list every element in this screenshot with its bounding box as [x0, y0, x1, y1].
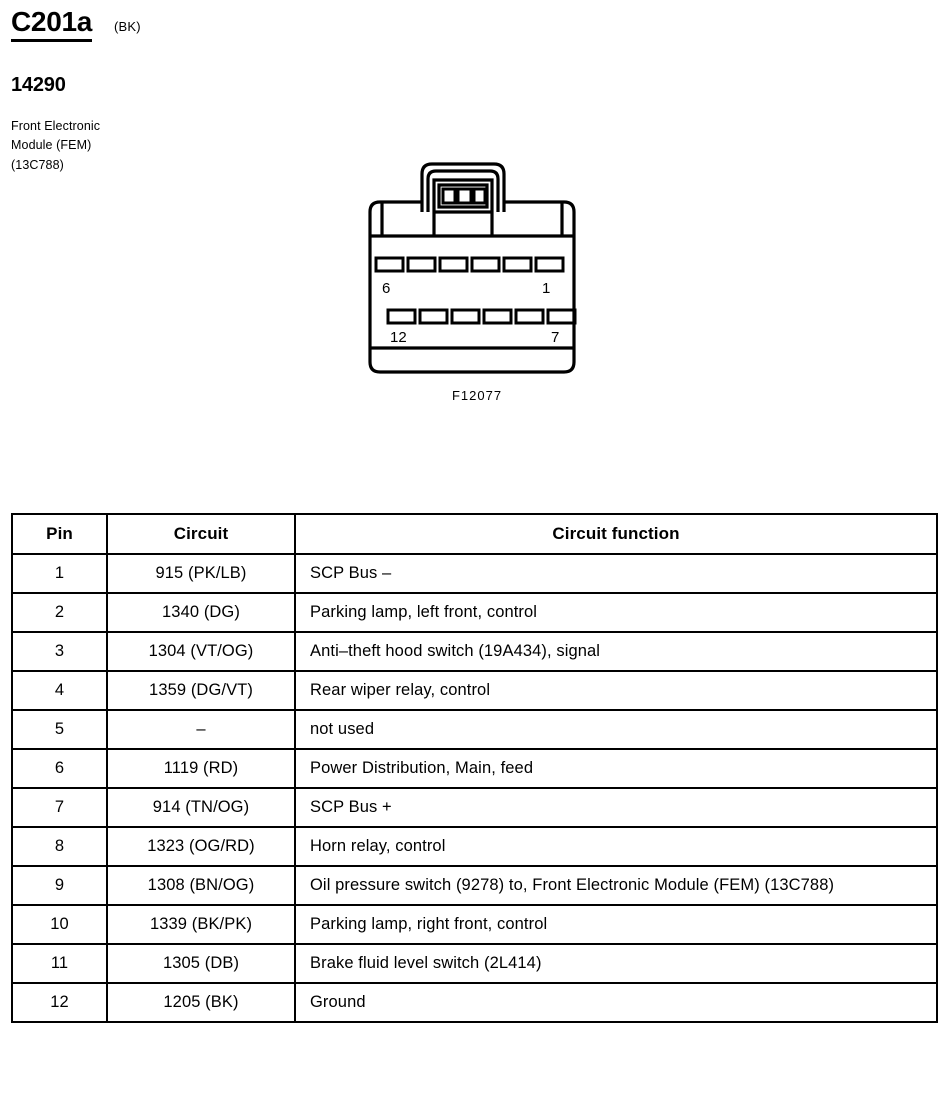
cavity-6	[374, 256, 405, 273]
connector-color-code: (BK)	[114, 19, 141, 34]
connector-shoulder-left	[368, 200, 422, 236]
cavity-4	[438, 256, 469, 273]
table-head: Pin Circuit Circuit function	[11, 513, 938, 555]
cell-circuit-function: Rear wiper relay, control	[294, 670, 938, 711]
table-row: 5–not used	[11, 709, 938, 750]
cell-pin: 8	[11, 826, 108, 867]
cell-pin: 7	[11, 787, 108, 828]
latch-inner-frame	[432, 178, 494, 212]
cell-pin: 11	[11, 943, 108, 984]
cell-circuit-function: not used	[294, 709, 938, 750]
column-header-pin: Pin	[11, 513, 108, 555]
cavity-8	[514, 308, 545, 325]
column-header-circuit: Circuit	[106, 513, 296, 555]
cavity-row-upper	[374, 256, 565, 273]
cavity-1	[534, 256, 565, 273]
cell-circuit-function: Horn relay, control	[294, 826, 938, 867]
cell-pin: 2	[11, 592, 108, 633]
cavity-label-lower-right: 7	[551, 329, 559, 346]
cell-pin: 3	[11, 631, 108, 672]
latch-mid-shell	[426, 169, 500, 212]
latch-slot-1	[441, 187, 457, 205]
cell-circuit: 1305 (DB)	[106, 943, 296, 984]
cell-pin: 4	[11, 670, 108, 711]
cell-pin: 12	[11, 982, 108, 1023]
cell-circuit-function: SCP Bus +	[294, 787, 938, 828]
cavity-10	[450, 308, 481, 325]
cell-circuit: 1340 (DG)	[106, 592, 296, 633]
part-number: 14290	[11, 74, 66, 96]
cavity-5	[406, 256, 437, 273]
cell-circuit-function: Power Distribution, Main, feed	[294, 748, 938, 789]
cell-circuit: 1304 (VT/OG)	[106, 631, 296, 672]
latch-slot-2	[456, 187, 473, 205]
connector-id-row: C201a (BK)	[11, 8, 341, 42]
cell-circuit: 915 (PK/LB)	[106, 553, 296, 594]
cavity-12	[386, 308, 417, 325]
cell-circuit: 1359 (DG/VT)	[106, 670, 296, 711]
cell-circuit: 1205 (BK)	[106, 982, 296, 1023]
cell-circuit-function: Brake fluid level switch (2L414)	[294, 943, 938, 984]
cavity-row-lower	[386, 308, 577, 325]
cell-pin: 6	[11, 748, 108, 789]
connector-figure: 6 1 12 7 F12077	[352, 150, 602, 412]
column-header-circuit-function: Circuit function	[294, 513, 938, 555]
cell-pin: 10	[11, 904, 108, 945]
cell-circuit-function: Parking lamp, left front, control	[294, 592, 938, 633]
cell-circuit: 1323 (OG/RD)	[106, 826, 296, 867]
cell-circuit-function: SCP Bus –	[294, 553, 938, 594]
cell-circuit-function: Oil pressure switch (9278) to, Front Ele…	[294, 865, 938, 906]
cell-pin: 5	[11, 709, 108, 750]
cell-circuit: 1119 (RD)	[106, 748, 296, 789]
connector-face-view-icon: 6 1 12 7	[368, 162, 577, 374]
cell-circuit: –	[106, 709, 296, 750]
connector-shoulder-right	[504, 200, 576, 236]
latch-window	[437, 183, 489, 209]
cell-circuit: 1339 (BK/PK)	[106, 904, 296, 945]
cavity-label-lower-left: 12	[390, 329, 407, 346]
cavity-3	[470, 256, 501, 273]
cavity-11	[418, 308, 449, 325]
connector-figure-caption: F12077	[451, 388, 503, 403]
connector-id: C201a	[11, 8, 92, 42]
cell-circuit-function: Anti–theft hood switch (19A434), signal	[294, 631, 938, 672]
connector-skirt	[368, 348, 576, 374]
cavity-label-upper-left: 6	[382, 280, 390, 297]
latch-outer-shell	[420, 162, 506, 212]
latch-slot-3	[472, 187, 487, 205]
cell-pin: 9	[11, 865, 108, 906]
cell-circuit-function: Parking lamp, right front, control	[294, 904, 938, 945]
cell-circuit: 914 (TN/OG)	[106, 787, 296, 828]
cavity-7	[546, 308, 577, 325]
cavity-label-upper-right: 1	[542, 280, 550, 297]
cell-circuit: 1308 (BN/OG)	[106, 865, 296, 906]
cavity-9	[482, 308, 513, 325]
cell-circuit-function: Ground	[294, 982, 938, 1023]
cavity-2	[502, 256, 533, 273]
table-header-row: Pin Circuit Circuit function	[11, 513, 938, 555]
cell-pin: 1	[11, 553, 108, 594]
